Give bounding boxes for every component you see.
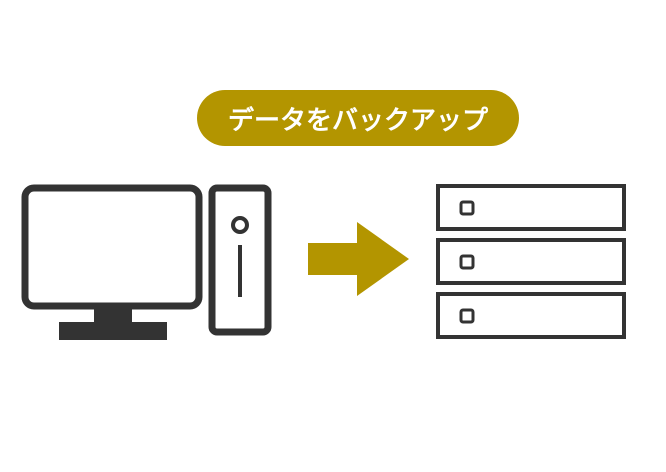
pc-tower-icon [208,184,272,336]
backup-banner-label: データをバックアップ [227,105,488,136]
server-unit [436,184,626,231]
server-unit [436,292,626,339]
server-unit [436,238,626,285]
backup-banner: データをバックアップ [197,90,519,146]
server-rack-icon [436,184,626,339]
arrow-right-icon [308,222,409,296]
monitor-icon [21,184,203,340]
